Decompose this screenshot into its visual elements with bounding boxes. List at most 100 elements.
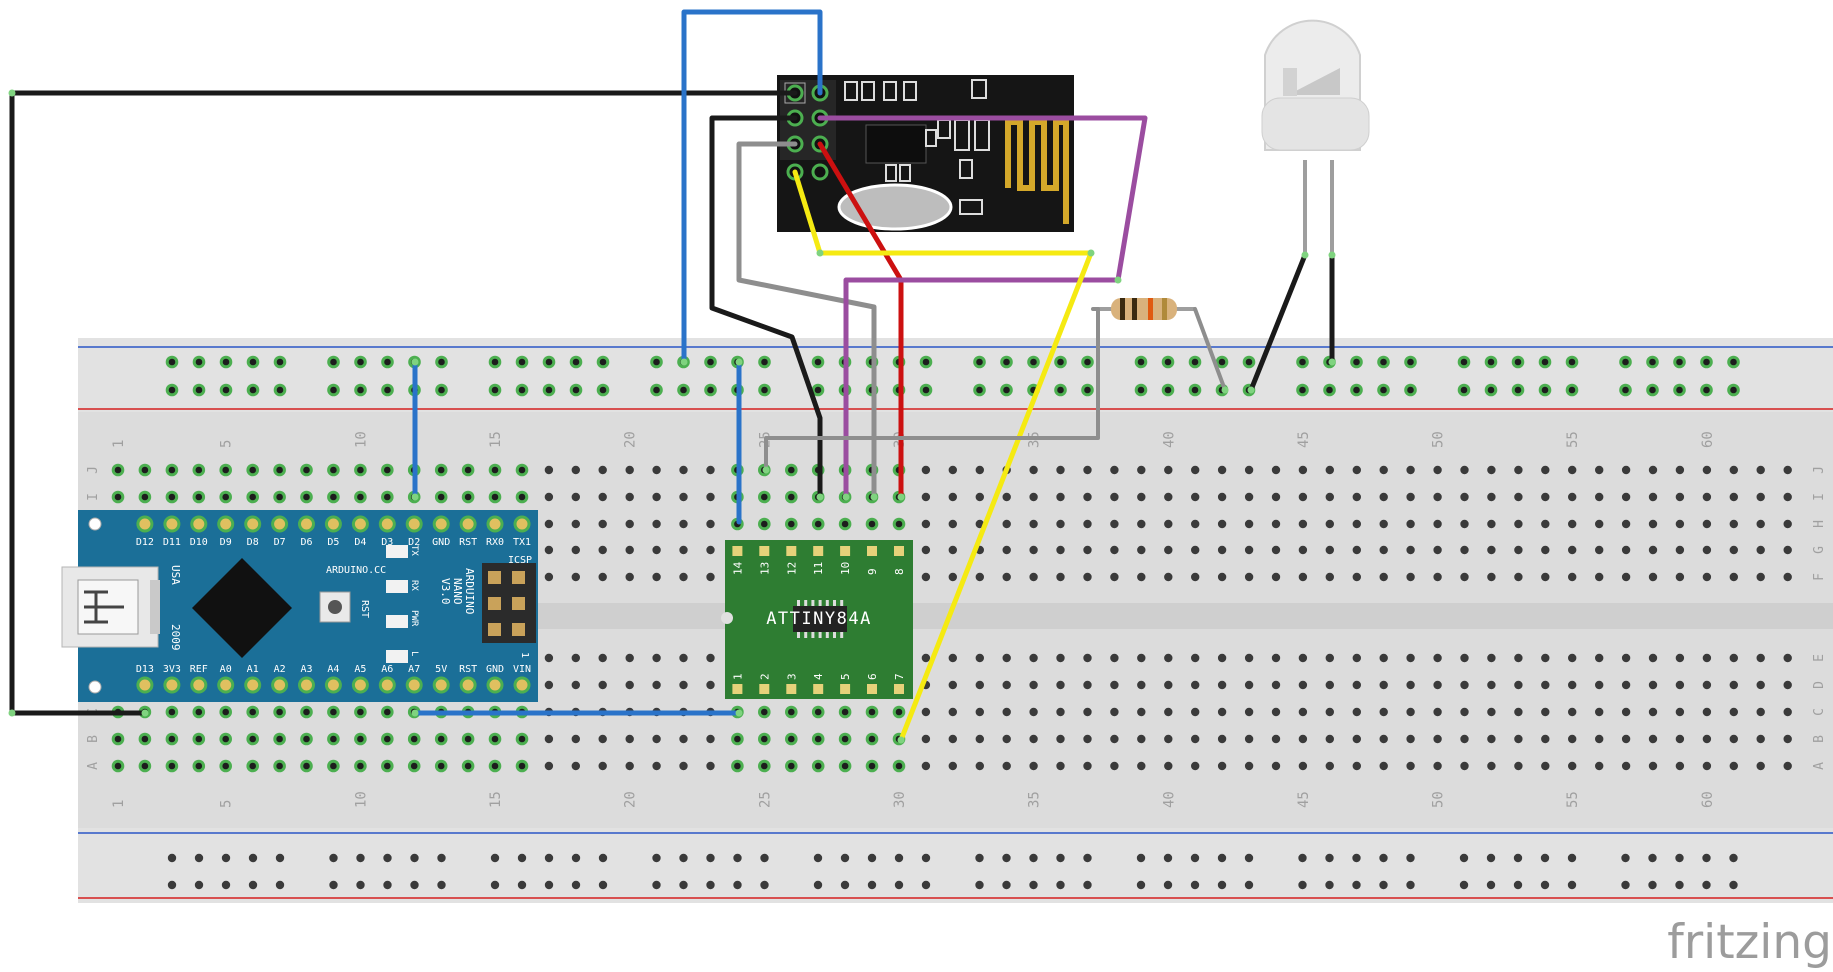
breadboard-hole — [192, 759, 206, 773]
breadboard-hole — [219, 759, 232, 773]
mcu-chip — [192, 558, 292, 658]
breadboard-hole — [1648, 465, 1658, 475]
breadboard-hole — [625, 734, 634, 744]
breadboard-hole — [892, 705, 906, 719]
rail-hole — [1484, 355, 1498, 369]
breadboard-hole — [625, 653, 634, 663]
breadboard-hole — [1595, 680, 1604, 690]
smd-component — [959, 159, 973, 179]
nano-pin — [163, 676, 181, 694]
rail-hole — [571, 853, 581, 863]
wire-yellow-nrf[interactable] — [792, 169, 1094, 743]
rail-hole — [706, 880, 715, 890]
chip-leg — [804, 632, 808, 638]
breadboard-hole — [948, 707, 957, 717]
row-letter: E — [1812, 654, 1827, 662]
breadboard-hole — [1568, 653, 1577, 663]
breadboard-hole — [1514, 707, 1523, 717]
rail-hole — [677, 383, 690, 397]
breadboard-hole — [1460, 761, 1469, 771]
tx-led — [386, 545, 408, 558]
breadboard-hole — [921, 465, 931, 475]
breadboard-hole — [1460, 519, 1469, 529]
rail-hole — [1700, 383, 1713, 397]
breadboard-hole — [948, 761, 957, 771]
wire-gray-resistor-leg[interactable] — [764, 307, 1100, 472]
breadboard-hole — [1433, 653, 1442, 663]
breadboard-hole — [1514, 761, 1523, 771]
wire-gray-nrf-ce[interactable] — [736, 141, 877, 500]
wire-black-gnd-loop[interactable] — [9, 90, 798, 716]
breadboard-hole — [625, 572, 634, 582]
breadboard-hole — [1298, 492, 1308, 502]
breadboard-hole — [1029, 519, 1038, 529]
breadboard-hole — [1137, 707, 1146, 717]
breadboard-hole — [1217, 707, 1227, 717]
rail-hole — [1729, 853, 1738, 863]
breadboard-hole — [434, 732, 448, 746]
attiny-pin — [813, 546, 824, 556]
breadboard-hole — [1298, 734, 1308, 744]
breadboard-hole — [1298, 465, 1308, 475]
rail-hole — [1702, 880, 1711, 890]
breadboard-hole — [327, 759, 340, 773]
reset-button-cap[interactable] — [328, 600, 342, 614]
breadboard-hole — [1056, 680, 1065, 690]
rail-hole — [381, 355, 394, 369]
column-number: 50 — [1431, 791, 1447, 808]
nano-pin — [486, 676, 504, 694]
rail-hole — [1188, 355, 1202, 369]
breadboard-hole — [1271, 545, 1281, 555]
rail-hole — [327, 383, 340, 397]
breadboard-hole — [488, 463, 502, 477]
breadboard-hole — [625, 519, 634, 529]
breadboard-hole — [1379, 653, 1388, 663]
attiny-pin — [840, 684, 851, 694]
breadboard-hole — [731, 732, 744, 746]
wire-black-nrf-gnd[interactable] — [709, 115, 823, 500]
breadboard-hole — [921, 572, 931, 582]
nano-top-pin-label: D6 — [300, 537, 312, 548]
breadboard-hole — [1379, 545, 1388, 555]
nano-led-rx-label: RX — [409, 580, 419, 591]
attiny-top-pin-label: 11 — [812, 562, 825, 575]
wire-end-dot — [816, 493, 824, 501]
wire-blue-nrf-vcc[interactable] — [681, 9, 823, 365]
breadboard-hole — [1137, 519, 1146, 529]
rail-hole — [1511, 383, 1525, 397]
breadboard-hole — [1648, 707, 1658, 717]
breadboard-hole — [544, 519, 554, 529]
breadboard-hole — [515, 463, 529, 477]
rail-hole — [1675, 853, 1684, 863]
nano-top-pin-label: TX1 — [513, 537, 531, 548]
l-led — [386, 650, 408, 663]
rail-hole — [758, 355, 771, 369]
breadboard-hole — [975, 492, 984, 502]
breadboard-hole — [1164, 761, 1173, 771]
rail-hole — [194, 853, 204, 863]
rail-hole — [1540, 880, 1550, 890]
breadboard-hole — [679, 653, 688, 663]
breadboard-hole — [948, 572, 957, 582]
rail-hole — [1675, 880, 1684, 890]
rail-hole — [275, 880, 285, 890]
rail-hole — [894, 880, 904, 890]
breadboard-hole — [1164, 707, 1173, 717]
breadboard-hole — [1029, 761, 1038, 771]
breadboard-hole — [1487, 653, 1496, 663]
breadboard-hole — [1702, 545, 1712, 555]
nano-pin — [351, 515, 369, 533]
attiny-pin — [840, 546, 851, 556]
nano-bottom-pin-label: A0 — [220, 664, 232, 675]
breadboard-hole — [544, 680, 554, 690]
breadboard-hole — [1352, 465, 1362, 475]
icsp-pin — [512, 597, 525, 610]
breadboard-hole — [1702, 653, 1712, 663]
breadboard-hole — [1406, 707, 1415, 717]
breadboard-hole — [679, 492, 688, 502]
breadboard-hole — [1702, 465, 1712, 475]
nano-pin — [217, 676, 235, 694]
nano-bottom-pin-label: A5 — [354, 664, 366, 675]
nano-pin1-mark: 1 — [519, 652, 530, 658]
nano-pin — [351, 676, 369, 694]
